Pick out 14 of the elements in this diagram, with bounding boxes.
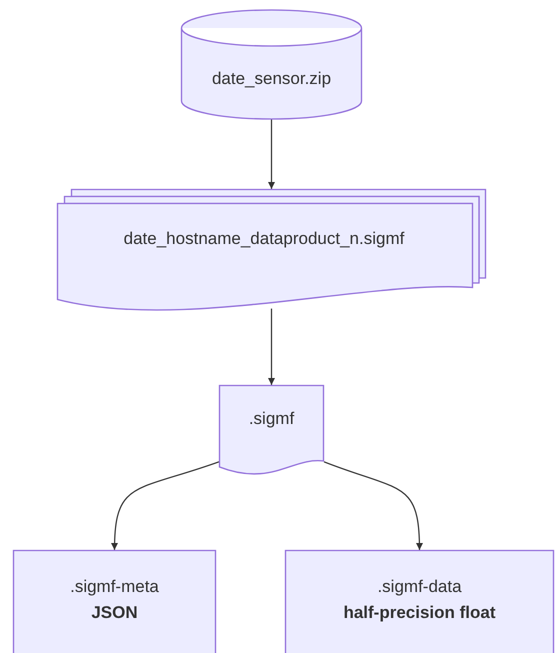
arrow (324, 461, 423, 550)
database-cylinder (181, 10, 362, 119)
arrow (111, 461, 220, 550)
node-subtitle: JSON (91, 602, 138, 624)
node-label: .sigmf (248, 408, 294, 430)
node-subtitle: half-precision float (343, 602, 496, 624)
process-box (13, 550, 216, 652)
node-label: date_sensor.zip (212, 68, 332, 90)
node-label: .sigmf-data (377, 576, 462, 598)
process-box (285, 550, 554, 652)
arrow (268, 308, 275, 385)
node-label: .sigmf-meta (70, 576, 159, 598)
arrow (268, 119, 275, 189)
node-label: date_hostname_dataproduct_n.sigmf (124, 228, 404, 250)
